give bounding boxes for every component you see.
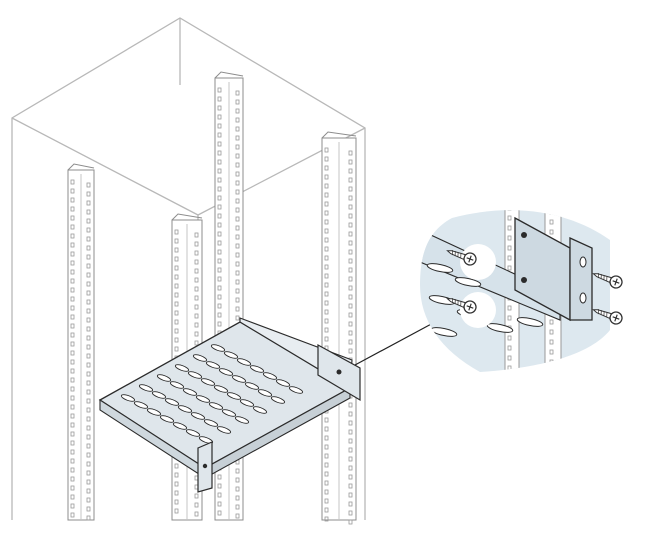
shelf-slot xyxy=(213,385,229,393)
shelf-slot xyxy=(190,412,206,420)
detail-leader-line xyxy=(354,321,436,366)
shelf-slot xyxy=(275,379,291,387)
shelf-slot xyxy=(192,354,208,362)
shelf-slot xyxy=(195,395,211,403)
shelf-slot xyxy=(231,375,247,383)
screw-icon xyxy=(446,250,477,266)
shelf-slot xyxy=(177,405,193,413)
shelf-slot xyxy=(249,365,265,373)
shelf-slot xyxy=(174,364,190,372)
cantilever-shelf xyxy=(98,317,361,493)
shelf-slot xyxy=(200,378,216,386)
shelf-slot xyxy=(182,388,198,396)
shelf-slot xyxy=(159,415,175,423)
shelf-slot xyxy=(169,381,185,389)
shelf-slot xyxy=(223,351,239,359)
screw-icon xyxy=(446,298,477,314)
shelf-slot xyxy=(133,401,149,409)
shelf-slot xyxy=(262,372,278,380)
shelf-slot xyxy=(236,358,252,366)
shelf-slot xyxy=(208,402,224,410)
screw-icon xyxy=(592,309,623,325)
shelf-slot xyxy=(239,399,255,407)
detail-view xyxy=(420,210,610,372)
upright-back-right xyxy=(321,131,357,525)
shelf-slot xyxy=(151,391,167,399)
shelf-slot xyxy=(172,422,188,430)
shelf-slot xyxy=(146,408,162,416)
shelf-slot xyxy=(203,419,219,427)
shelf-slot xyxy=(164,398,180,406)
shelf-slot xyxy=(288,386,304,394)
shelf-slot xyxy=(185,429,201,437)
shelf-slot xyxy=(218,368,234,376)
shelf-slot xyxy=(226,392,242,400)
shelf-slot xyxy=(205,361,221,369)
upright-front-left xyxy=(67,163,95,521)
shelf-slot xyxy=(257,389,273,397)
shelf-slot xyxy=(221,409,237,417)
shelf-slot xyxy=(270,396,286,404)
shelf-slot xyxy=(120,394,136,402)
shelf-slot xyxy=(244,382,260,390)
shelf-slot xyxy=(216,426,232,434)
shelf-slot xyxy=(156,374,172,382)
shelf-slot xyxy=(187,371,203,379)
screws xyxy=(446,250,623,325)
shelf-slot xyxy=(234,416,250,424)
shelf-slot xyxy=(138,384,154,392)
shelf-slot xyxy=(252,406,268,414)
screw-icon xyxy=(592,273,623,289)
shelf-slots xyxy=(120,344,304,444)
shelf-slot xyxy=(210,344,226,352)
